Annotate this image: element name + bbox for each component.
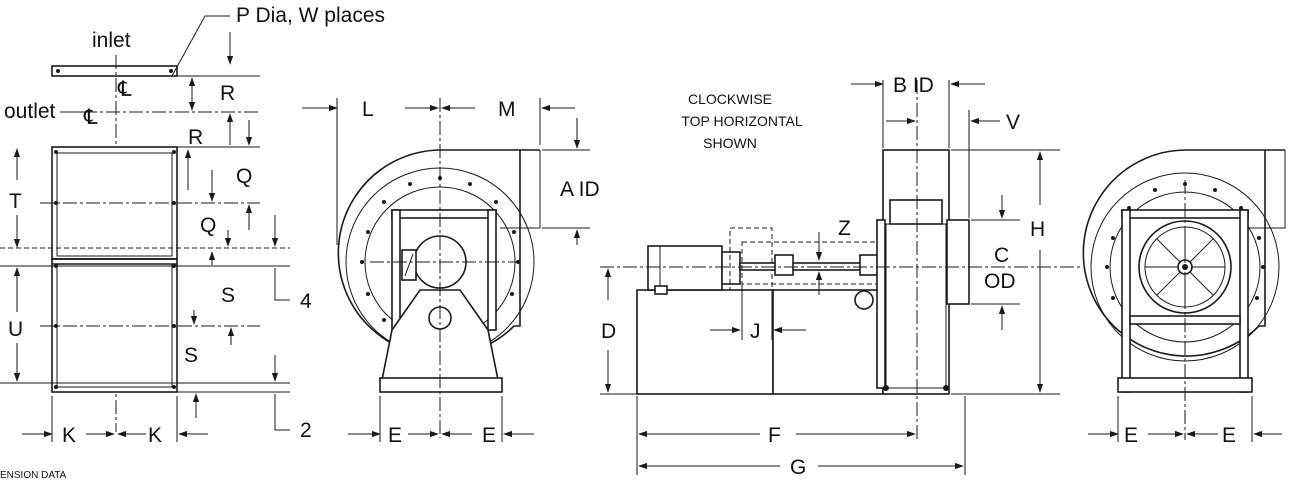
dim-K-2: K bbox=[148, 424, 162, 447]
dim-A-ID: A ID bbox=[560, 178, 600, 201]
dim-G: G bbox=[790, 456, 806, 479]
dim-R-1: R bbox=[220, 82, 235, 105]
dim-OD: OD bbox=[984, 270, 1016, 293]
dim-B-ID: B ID bbox=[893, 74, 934, 97]
dim-U: U bbox=[8, 318, 23, 341]
note-line2: TOP HORIZONTAL bbox=[681, 113, 803, 129]
dim-E-4: E bbox=[1222, 424, 1236, 447]
front-view: L M A ID E E bbox=[302, 98, 600, 447]
dim-E-2: E bbox=[482, 424, 496, 447]
dim-L: L bbox=[362, 98, 374, 121]
dim-S-1: S bbox=[221, 284, 235, 307]
fan-housing bbox=[882, 149, 950, 395]
dim-J: J bbox=[750, 320, 761, 343]
flange-view: P Dia, W places inlet outlet ℄ ℄ R R Q Q… bbox=[0, 4, 385, 480]
dim-R-2: R bbox=[188, 126, 203, 149]
dim-E-3: E bbox=[1124, 424, 1138, 447]
dim-Z: Z bbox=[838, 217, 851, 240]
note-2: 2 bbox=[300, 419, 312, 442]
dim-M: M bbox=[498, 98, 516, 121]
inlet-centerline-icon: ℄ bbox=[117, 78, 132, 101]
dim-Q-1: Q bbox=[236, 165, 252, 188]
dim-H: H bbox=[1030, 218, 1045, 241]
dim-F: F bbox=[768, 424, 781, 447]
note-line1: CLOCKWISE bbox=[688, 91, 772, 107]
note-4: 4 bbox=[300, 290, 312, 313]
outlet-label: outlet bbox=[4, 100, 56, 123]
dim-D: D bbox=[601, 320, 616, 343]
side-view: CLOCKWISE TOP HORIZONTAL SHOWN B bbox=[600, 74, 1080, 479]
motor-base bbox=[636, 289, 774, 395]
dim-Q-2: Q bbox=[200, 214, 216, 237]
dim-T: T bbox=[9, 190, 22, 213]
dim-S-2: S bbox=[184, 344, 198, 367]
inlet-flange bbox=[51, 65, 178, 77]
inlet-view: E E bbox=[1082, 149, 1286, 447]
p-dia-label: P Dia, W places bbox=[236, 4, 385, 27]
dim-E-1: E bbox=[388, 424, 402, 447]
dim-V: V bbox=[1006, 111, 1020, 134]
dim-K-1: K bbox=[62, 424, 76, 447]
footer-text: ENSION DATA bbox=[0, 470, 67, 480]
note-line3: SHOWN bbox=[703, 135, 757, 151]
dim-C: C bbox=[994, 244, 1009, 267]
motor-body bbox=[647, 245, 723, 291]
inlet-label: inlet bbox=[92, 29, 131, 52]
outlet-centerline-icon: ℄ bbox=[83, 106, 98, 129]
